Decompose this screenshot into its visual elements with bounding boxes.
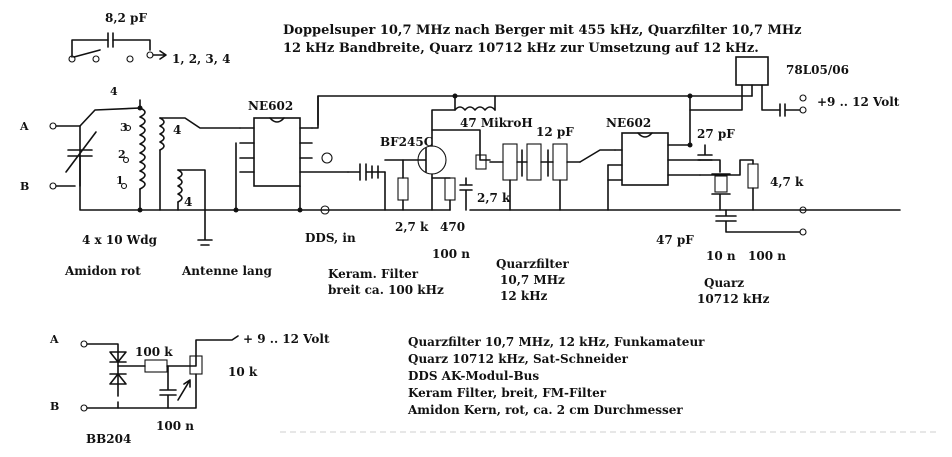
qfilter-label-3: 12 kHz — [500, 289, 548, 303]
switch-cap-label: 8,2 pF — [105, 11, 147, 25]
inset-100k-label: 100 k — [135, 345, 173, 359]
input-coil: 4 3 2 1 — [65, 85, 146, 213]
res-2k7-b-label: 2,7 k — [477, 191, 511, 205]
coil-tap-1: 1 — [116, 174, 124, 187]
ceramic-filter-label-1: Keram. Filter — [328, 267, 419, 281]
ceramic-filter — [347, 163, 386, 211]
oscillator-parts — [699, 159, 807, 236]
inset-10k-label: 10 k — [228, 365, 258, 379]
windings-label: 4 x 10 Wdg — [82, 233, 158, 247]
notes-block: Quarzfilter 10,7 MHz, 12 kHz, Funkamateu… — [407, 335, 705, 417]
dds-in-label: DDS, in — [305, 231, 356, 245]
coil-tap-2: 2 — [118, 148, 126, 161]
terminal-b-label: B — [20, 180, 29, 193]
inset-b-label: B — [50, 400, 59, 413]
mixer-1: NE602 — [235, 95, 691, 215]
terminal-a-label: A — [19, 120, 29, 133]
note-5: Amidon Kern, rot, ca. 2 cm Durchmesser — [407, 403, 683, 417]
cap-12p-label: 12 pF — [536, 125, 574, 139]
mixer-1-label: NE602 — [248, 99, 293, 113]
varactor-inset: A B — [49, 333, 239, 413]
note-3: DDS AK-Modul-Bus — [408, 369, 539, 383]
band-switch: 8,2 pF 1, 2, 3, 4 — [68, 11, 230, 66]
fet-stage: BF245C — [380, 93, 496, 211]
inset-supply-label: + 9 .. 12 Volt — [243, 332, 330, 346]
antenna-label: Antenne lang — [181, 264, 273, 278]
inductor-label: 47 MikroH — [460, 116, 533, 130]
inset-100n-label: 100 n — [156, 419, 194, 433]
cap-100n-b-label: 100 n — [748, 249, 786, 263]
mixer-2-label: NE602 — [606, 116, 651, 130]
ceramic-filter-label-2: breit ca. 100 kHz — [328, 283, 444, 297]
quartz-filter: 12 pF — [489, 125, 616, 211]
secondary-coil: 4 4 — [159, 117, 241, 246]
fet-label: BF245C — [380, 135, 433, 149]
quartz-label-1: Quarz — [704, 276, 744, 290]
note-4: Keram Filter, breit, FM-Filter — [408, 386, 607, 400]
cap-27p-label: 27 pF — [697, 127, 735, 141]
note-1: Quarzfilter 10,7 MHz, 12 kHz, Funkamateu… — [408, 335, 705, 349]
coil-tap-4: 4 — [110, 85, 118, 98]
core-label: Amidon rot — [64, 264, 141, 278]
res-4k7-label: 4,7 k — [770, 175, 804, 189]
mixer-2: NE602 — [606, 93, 701, 211]
terminal-b — [49, 182, 57, 190]
voltage-regulator — [689, 56, 807, 117]
supply-label: +9 .. 12 Volt — [817, 95, 900, 109]
header-line-2: 12 kHz Bandbreite, Quarz 10712 kHz zur U… — [283, 41, 759, 56]
antenna-tap-label: 4 — [184, 195, 192, 209]
note-2: Quarz 10712 kHz, Sat-Schneider — [408, 352, 629, 366]
secondary-tap-label: 4 — [173, 123, 181, 137]
qfilter-label-1: Quarzfilter — [496, 257, 570, 271]
res-2k7-a-label: 2,7 k — [395, 220, 429, 234]
quartz-label-2: 10712 kHz — [697, 292, 770, 306]
inset-a-label: A — [49, 333, 59, 346]
inset-diode-label: BB204 — [86, 432, 131, 446]
qfilter-label-2: 10,7 MHz — [500, 273, 565, 287]
switch-positions-label: 1, 2, 3, 4 — [172, 52, 230, 66]
res-470-label: 470 — [440, 220, 465, 234]
cap-47p-label: 47 pF — [656, 233, 694, 247]
header-line-1: Doppelsuper 10,7 MHz nach Berger mit 455… — [283, 23, 802, 38]
terminal-a — [49, 122, 57, 130]
regulator-label: 78L05/06 — [786, 63, 849, 77]
cap-100n-a-label: 100 n — [432, 247, 470, 261]
coil-tap-3: 3 — [120, 121, 128, 134]
cap-10n-label: 10 n — [706, 249, 736, 263]
